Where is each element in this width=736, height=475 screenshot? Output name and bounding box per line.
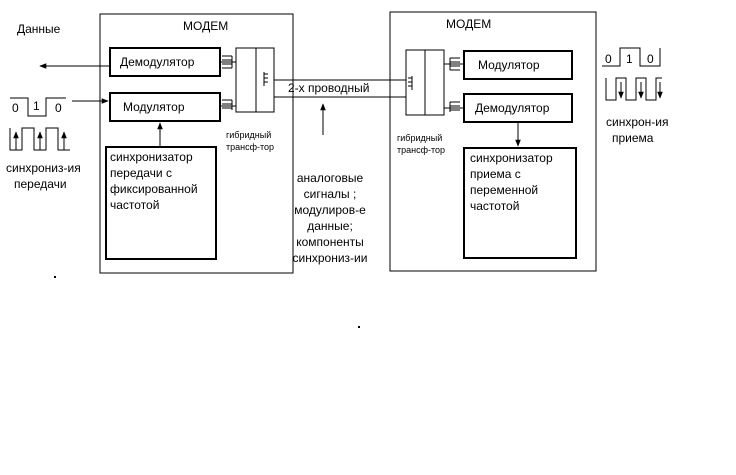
left-sync-block: [105, 146, 217, 260]
right-bit-1: 1: [626, 52, 633, 66]
signals-note-line-6: синхрониз-ии: [293, 251, 368, 265]
right-sync-line-1: синхронизатор: [470, 151, 553, 165]
left-modulator-block: [109, 92, 221, 122]
right-bit-2: 0: [647, 52, 654, 66]
right-modem-title: МОДЕМ: [446, 17, 491, 31]
left-bit-0: 0: [12, 101, 19, 115]
left-demodulator-block: [109, 47, 221, 77]
signals-note-line-1: аналоговые: [297, 171, 364, 185]
right-sync-line-2: приема с: [470, 167, 521, 181]
left-hybrid-label-1: гибридный: [226, 130, 271, 140]
left-bit-2: 0: [55, 101, 62, 115]
right-hybrid-label-1: гибридный: [397, 133, 442, 143]
signals-note-line-2: сигналы ;: [304, 187, 357, 201]
right-sync-block: [463, 147, 577, 259]
right-demodulator-label: Демодулятор: [475, 101, 550, 115]
left-clock-waveform: [9, 127, 70, 151]
right-bit-0: 0: [605, 52, 612, 66]
right-sync-line-4: частотой: [470, 199, 519, 213]
signals-note-line-4: данные;: [307, 219, 353, 233]
left-hybrid-block: [235, 47, 275, 113]
right-sync-caption-1: синхрон-ия: [606, 115, 669, 129]
right-sync-line-3: переменной: [470, 183, 538, 197]
left-bit-1: 1: [33, 99, 40, 113]
right-hybrid-label-2: трансф-тор: [397, 145, 445, 155]
left-demodulator-label: Демодулятор: [120, 55, 195, 69]
left-sync-caption-2: передачи: [14, 177, 67, 191]
left-modem: МОДЕМ Демодулятор Модулятор синхронизато…: [99, 13, 294, 274]
left-sync-caption-1: синхрониз-ия: [6, 161, 81, 175]
left-bit-waveform: 0 1 0: [10, 97, 66, 117]
left-sync-line-1: синхронизатор: [110, 150, 193, 164]
left-sync-line-2: передачи с: [110, 166, 172, 180]
left-modem-title: МОДЕМ: [183, 19, 228, 33]
right-modulator-block: [463, 50, 573, 80]
two-wire-line: 2-х проводный: [274, 79, 406, 135]
left-sync-line-4: частотой: [110, 198, 159, 212]
left-sync-line-3: фиксированной: [110, 182, 198, 196]
right-demodulator-block: [463, 93, 573, 123]
signals-note: аналоговые сигналы ; модулиров-е данные;…: [293, 171, 368, 265]
left-modulator-label: Модулятор: [123, 100, 185, 114]
two-wire-label: 2-х проводный: [288, 81, 369, 95]
right-modulator-label: Модулятор: [478, 58, 540, 72]
signals-note-line-5: компоненты: [296, 235, 364, 249]
data-label: Данные: [17, 22, 61, 36]
right-modem: МОДЕМ Модулятор Демодулятор синхронизато…: [389, 11, 597, 272]
right-bit-waveform: 0 1 0: [602, 47, 661, 67]
left-hybrid-label-2: трансф-тор: [226, 142, 274, 152]
right-sync-caption-2: приема: [612, 131, 654, 145]
right-clock-waveform: [605, 77, 663, 101]
signals-note-line-3: модулиров-е: [294, 203, 366, 217]
